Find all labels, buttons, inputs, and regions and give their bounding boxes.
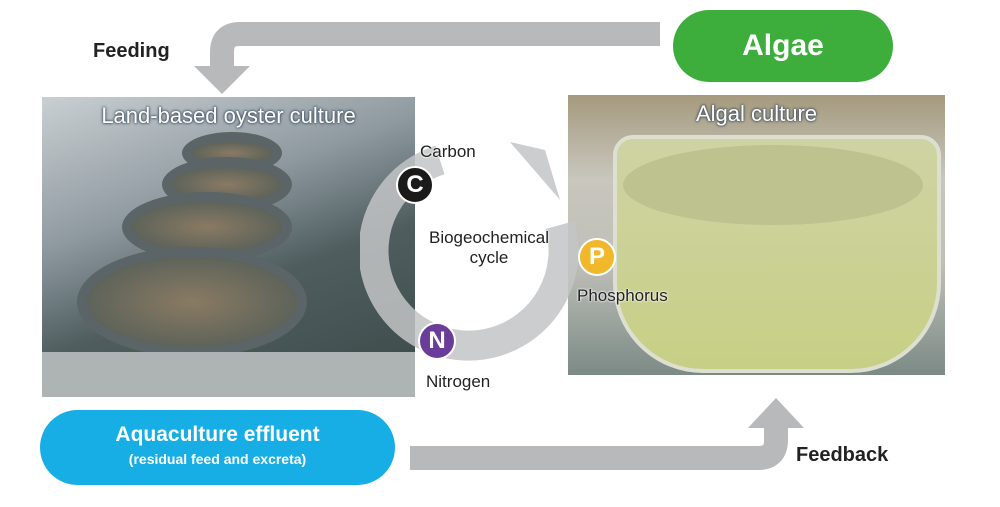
phosphorus-badge: P bbox=[578, 238, 616, 276]
feedback-arrowhead bbox=[748, 398, 804, 428]
feedback-label: Feedback bbox=[796, 444, 889, 466]
phosphorus-label: Phosphorus bbox=[577, 286, 668, 305]
algae-box: Algae bbox=[673, 10, 893, 82]
cycle-title-line2: cycle bbox=[469, 248, 509, 267]
nitrogen-badge: N bbox=[418, 322, 456, 360]
feeding-label: Feeding bbox=[93, 40, 170, 62]
carbon-badge: C bbox=[396, 166, 434, 204]
nitrogen-label: Nitrogen bbox=[426, 372, 491, 391]
algal-photo-title: Algal culture bbox=[695, 101, 818, 126]
feeding-arrow bbox=[210, 22, 660, 70]
effluent-title: Aquaculture effluent bbox=[115, 423, 320, 446]
effluent-box: Aquaculture effluent (residual feed and … bbox=[40, 410, 395, 485]
oyster-photo-title: Land-based oyster culture bbox=[101, 103, 356, 128]
effluent-subtitle: (residual feed and excreta) bbox=[128, 451, 307, 467]
feeding-arrowhead bbox=[194, 66, 250, 94]
cycle-title: Biogeochemical cycle bbox=[414, 228, 564, 268]
cycle-title-line1: Biogeochemical bbox=[428, 228, 549, 247]
oyster-culture-photo: Land-based oyster culture bbox=[42, 97, 415, 397]
feedback-arrow bbox=[410, 425, 788, 470]
algal-culture-photo: Algal culture bbox=[568, 95, 945, 375]
carbon-label: Carbon bbox=[420, 142, 476, 161]
